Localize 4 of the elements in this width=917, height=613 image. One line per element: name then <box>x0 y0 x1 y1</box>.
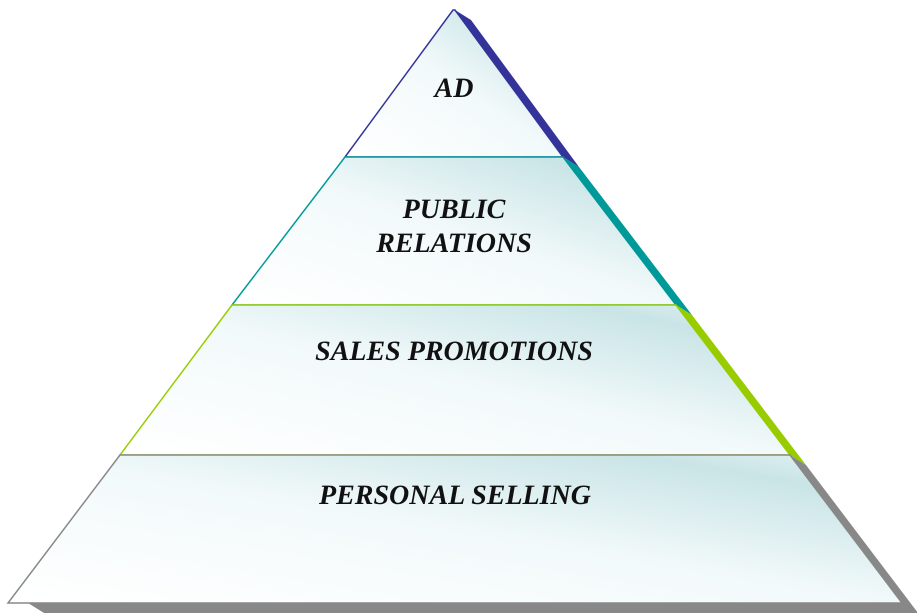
tier-label: SALES PROMOTIONS <box>314 335 594 369</box>
tier-label: AD <box>432 72 474 106</box>
tier-label: PUBLIC RELATIONS <box>375 193 533 261</box>
tier-label: PERSONAL SELLING <box>318 479 592 513</box>
